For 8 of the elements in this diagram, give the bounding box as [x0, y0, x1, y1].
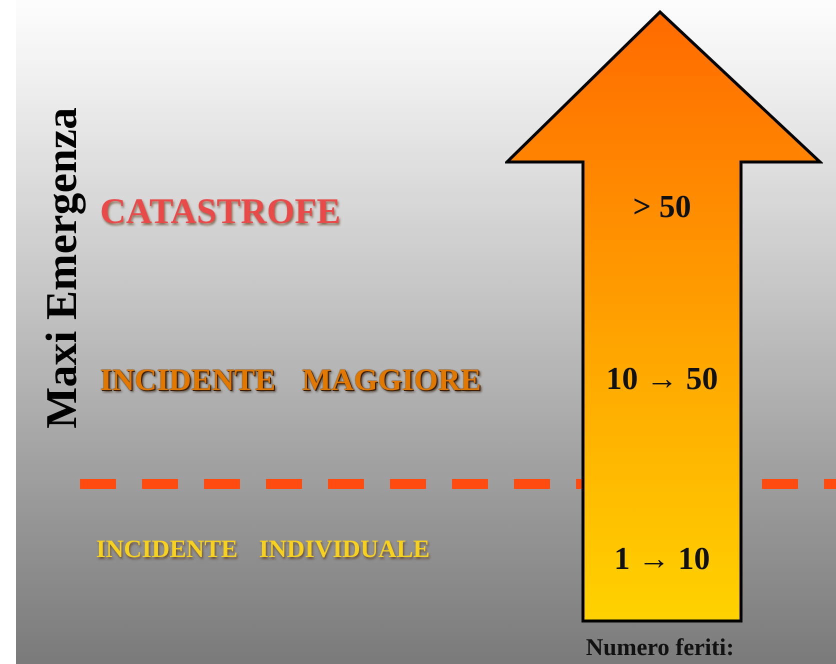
vertical-title: Maxi Emergenza — [40, 107, 84, 429]
injured-count-range: 10 → 50 — [606, 362, 718, 394]
level-label: CATASTROFE — [100, 193, 341, 229]
arrow-caption: Numero feriti: — [586, 636, 734, 660]
injured-count-range: > 50 — [632, 190, 692, 222]
injured-count-range: 1 → 10 — [614, 542, 710, 574]
level-label: INCIDENTE INDIVIDUALE — [96, 537, 430, 562]
level-label: INCIDENTE MAGGIORE — [100, 364, 482, 395]
